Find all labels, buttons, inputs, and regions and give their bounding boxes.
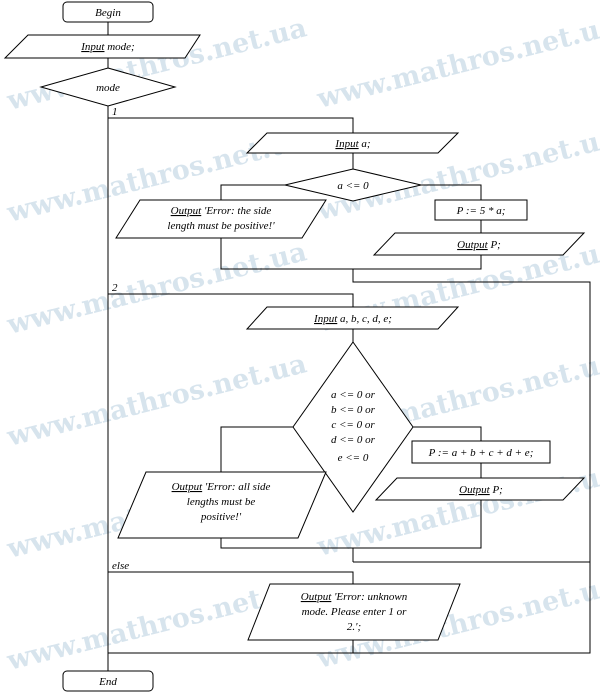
watermark-text: www.mathros.net.ua — [3, 348, 310, 453]
case2-condition-line: b <= 0 or — [331, 404, 376, 416]
case2-error-line1: Output 'Error: all side — [172, 481, 271, 493]
case2-assign-block: P := a + b + c + d + e; — [411, 440, 551, 464]
case1-error-block: Output 'Error: the side length must be p… — [115, 199, 327, 239]
else-output-line1: Output 'Error: unknown — [301, 591, 408, 603]
branch-label-2: 2 — [112, 282, 118, 294]
case2-input-text: Input a, b, c, d, e; — [313, 313, 392, 325]
connector-line — [108, 117, 354, 133]
io-shape — [115, 199, 327, 239]
watermark-text: www.mathros.net.ua — [3, 12, 310, 117]
connectors — [107, 22, 591, 671]
io-shape — [245, 132, 460, 154]
begin-terminal: Begin — [62, 1, 154, 23]
input-keyword: Input — [80, 41, 105, 53]
case1-decision: a <= 0 — [284, 168, 422, 202]
branch-label-else: else — [112, 560, 129, 572]
case2-error-block: Output 'Error: all side lengths must be … — [117, 471, 327, 539]
io-shape — [245, 306, 460, 330]
output-keyword: Output — [301, 591, 333, 603]
case2-assign: P := a + b + c + d + e; — [428, 447, 534, 459]
input-mode-text: Input mode; — [80, 41, 134, 53]
terminal-shape — [62, 1, 154, 23]
case2-condition-line: a <= 0 or — [331, 389, 376, 401]
connector-line — [413, 426, 482, 441]
process-shape — [434, 199, 528, 221]
watermark-layer: www.mathros.net.ua www.mathros.net.ua ww… — [3, 10, 600, 677]
case2-error-line2: lengths must be — [187, 496, 256, 508]
else-output-line2: mode. Please enter 1 or — [302, 606, 407, 618]
case2-output-text: Output P; — [459, 484, 503, 496]
connector-line — [108, 571, 354, 584]
connector-line — [421, 184, 482, 200]
decision-shape — [284, 168, 422, 202]
case2-output-block: Output P; — [374, 477, 586, 501]
connector-line — [220, 426, 293, 472]
connector-line — [352, 269, 591, 563]
begin-label: Begin — [95, 7, 121, 19]
io-shape — [3, 34, 201, 59]
case1-assign: P := 5 * a; — [456, 205, 506, 217]
input-mode-rest: mode; — [104, 41, 134, 53]
connector-line — [108, 562, 591, 654]
case2-condition-line: d <= 0 or — [331, 434, 376, 446]
connector-line — [108, 293, 354, 307]
case2-input-block: Input a, b, c, d, e; — [245, 306, 460, 330]
io-shape — [247, 583, 461, 641]
watermark-text: www.mathros.net.ua — [313, 10, 600, 115]
output-keyword: Output — [171, 205, 203, 217]
case2-error-line3: positive!' — [200, 511, 242, 523]
case1-assign-block: P := 5 * a; — [434, 199, 528, 221]
decision-shape — [292, 341, 414, 513]
case1-input-rest: a; — [359, 138, 371, 150]
else-output-line3: 2.'; — [347, 621, 361, 633]
terminal-shape — [62, 670, 154, 692]
output-keyword: Output — [457, 239, 489, 251]
end-terminal: End — [62, 670, 154, 692]
case1-error-line1: Output 'Error: the side — [171, 205, 272, 217]
input-keyword: Input — [334, 138, 359, 150]
input-mode-block: Input mode; — [3, 34, 201, 59]
case1-error-line2: length must be positive!' — [167, 220, 275, 232]
io-shape — [117, 471, 327, 539]
decision-shape — [39, 67, 177, 107]
connector-line — [220, 500, 482, 549]
input-keyword: Input — [313, 313, 338, 325]
mode-decision: mode — [39, 67, 177, 107]
connector-line — [220, 184, 285, 200]
case2-condition-line: e <= 0 — [338, 452, 369, 464]
mode-decision-label: mode — [96, 82, 120, 94]
else-output-block: Output 'Error: unknown mode. Please ente… — [247, 583, 461, 641]
connector-line — [220, 238, 482, 270]
case1-input-text: Input a; — [334, 138, 370, 150]
branch-label-1: 1 — [112, 106, 118, 118]
case2-condition-line: c <= 0 or — [331, 419, 375, 431]
process-shape — [411, 440, 551, 464]
case1-output-block: Output P; — [372, 232, 586, 256]
case1-output-text: Output P; — [457, 239, 501, 251]
io-shape — [372, 232, 586, 256]
output-keyword: Output — [459, 484, 491, 496]
io-shape — [374, 477, 586, 501]
case1-condition: a <= 0 — [337, 180, 369, 192]
case2-decision: a <= 0 or b <= 0 or c <= 0 or d <= 0 or … — [292, 341, 414, 513]
case1-input-block: Input a; — [245, 132, 460, 154]
output-keyword: Output — [172, 481, 204, 493]
end-label: End — [98, 676, 117, 688]
